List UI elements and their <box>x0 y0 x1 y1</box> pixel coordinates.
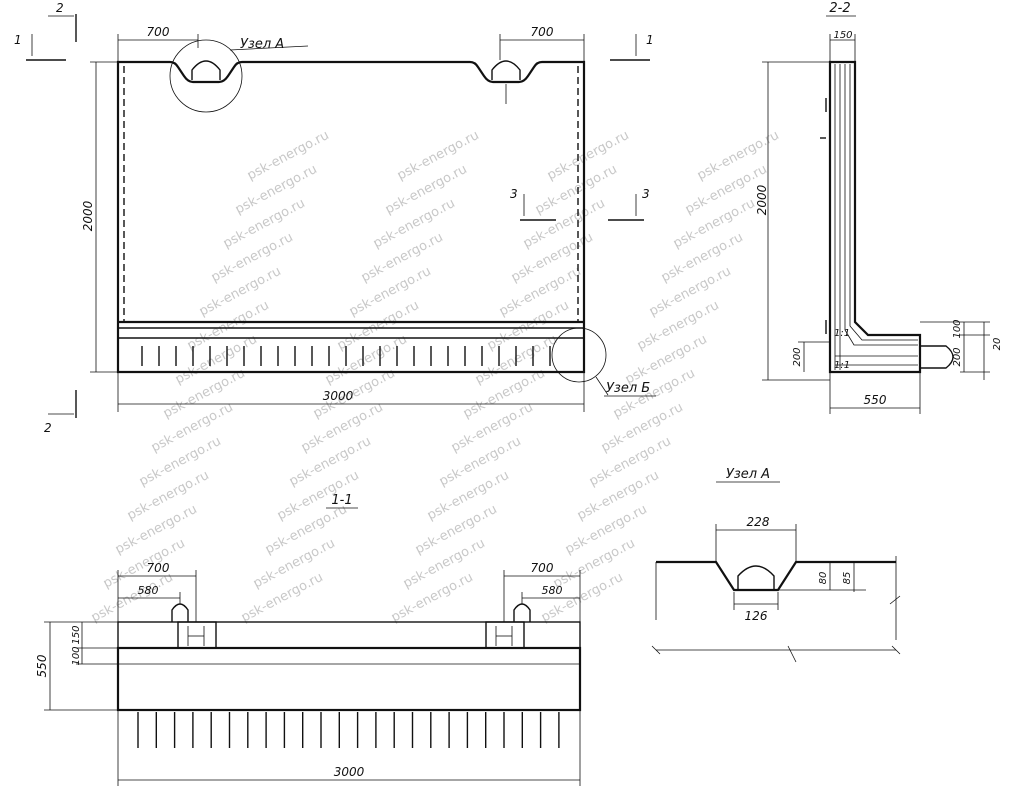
node-a-label-front: Узел А <box>240 37 284 52</box>
dim-550-1-1: 550 <box>35 654 49 677</box>
dim-100-2-2: 100 <box>952 319 963 338</box>
dim-700-1-1-left: 700 <box>147 561 170 575</box>
cut-2-bottom: 2 <box>44 421 52 435</box>
l-profile-outline <box>828 60 922 374</box>
dim-580-1-1-left: 580 <box>138 584 159 597</box>
section-2-2: 2-2 150 2000 200 1:1 1:1 550 <box>755 1 1003 414</box>
wall-panel-outline <box>116 60 586 374</box>
node-a-detail: Узел А 228 80 85 126 <box>651 467 901 663</box>
dim-3000-1-1: 3000 <box>334 765 365 779</box>
section-1-1-top-strip <box>117 621 581 649</box>
node-b-circle <box>551 327 607 383</box>
node-b-label-front: Узел Б <box>606 381 650 396</box>
cut-2-top: 2 <box>56 1 64 15</box>
dim-80-node-a: 80 <box>818 572 829 585</box>
dim-550-2-2: 550 <box>864 393 887 407</box>
dim-200-right-2-2: 200 <box>952 347 963 366</box>
dim-85-node-a: 85 <box>842 572 853 585</box>
node-a-notch-profile <box>656 560 896 592</box>
rebar-ticks-1-1 <box>137 712 560 748</box>
section-1-1-body <box>116 646 582 712</box>
cut-1-right: 1 <box>646 33 654 47</box>
dim-228-node-a: 228 <box>747 515 770 529</box>
node-a-circle <box>169 39 243 113</box>
cut-3-left: 3 <box>510 187 518 201</box>
dim-150-2-2: 150 <box>833 30 852 41</box>
section-1-1: 1-1 700 580 700 580 <box>35 493 582 786</box>
dim-20-2-2: 20 <box>992 338 1003 351</box>
dim-580-1-1-right: 580 <box>542 584 563 597</box>
cut-3-right: 3 <box>642 187 650 201</box>
node-a-detail-title: Узел А <box>726 467 770 482</box>
dim-2000-front: 2000 <box>81 200 95 231</box>
dim-2000-2-2: 2000 <box>755 184 769 215</box>
dim-126-node-a: 126 <box>745 609 768 623</box>
section-2-2-title: 2-2 <box>829 1 850 16</box>
front-view: 700 700 Узел А Узел Б 2000 3000 1 1 2 2 … <box>14 1 656 435</box>
lifting-loop-1-1-left <box>171 603 189 622</box>
dim-700-top-right: 700 <box>531 25 554 39</box>
lifting-loop-right <box>491 60 521 80</box>
node-a-loop <box>737 565 775 590</box>
lifting-loop-left <box>191 60 221 80</box>
rebar-ticks-front <box>141 346 551 366</box>
dim-150-1-1: 150 <box>71 625 82 644</box>
end-loop-2-2 <box>920 345 954 369</box>
dim-700-1-1-right: 700 <box>531 561 554 575</box>
dim-700-top-left: 700 <box>147 25 170 39</box>
dim-200-left-2-2: 200 <box>792 347 803 366</box>
lifting-loop-1-1-right <box>513 603 531 622</box>
dim-3000-front: 3000 <box>323 389 354 403</box>
slope-1-1-lower: 1:1 <box>834 360 850 371</box>
dim-100-1-1: 100 <box>71 646 82 665</box>
slope-1-1-upper: 1:1 <box>834 328 850 339</box>
section-1-1-title: 1-1 <box>331 493 352 508</box>
cut-1-left: 1 <box>14 33 22 47</box>
